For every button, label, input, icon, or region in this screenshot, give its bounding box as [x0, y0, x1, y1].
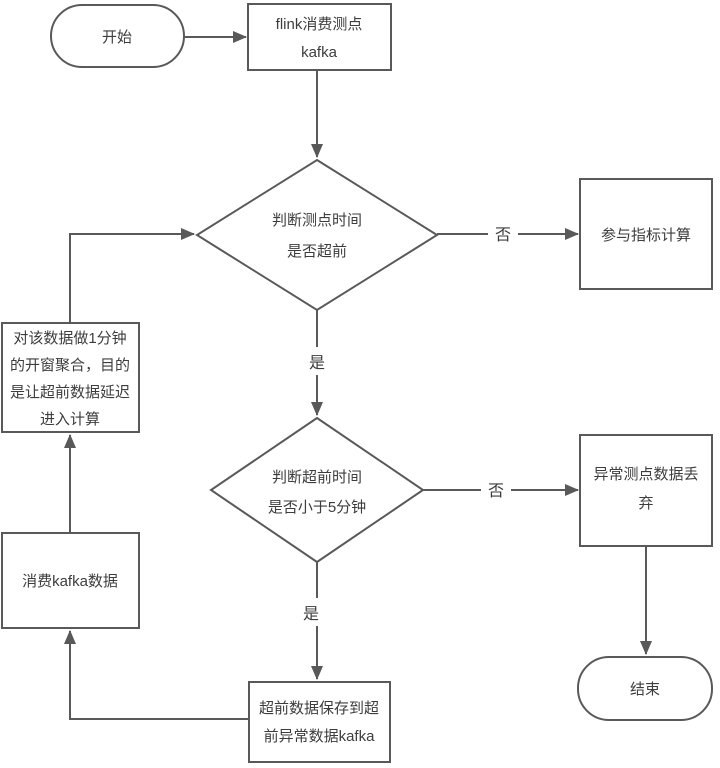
- start-node-label: 开始: [102, 29, 132, 46]
- metric-calculation-label: 参与指标计算: [601, 226, 691, 244]
- abnormal-discard-line2: 弃: [638, 495, 653, 512]
- decision-time-ahead-line2: 是否超前: [287, 243, 347, 260]
- decision-less-5min-node: 判断超前时间 是否小于5分钟: [209, 416, 425, 564]
- edge-label-bg: [481, 475, 511, 503]
- decision-less-5min-shape: [209, 416, 425, 564]
- end-node-label: 结束: [630, 681, 660, 698]
- decision-time-ahead-shape: [195, 158, 439, 312]
- save-ahead-kafka-node: 超前数据保存到超 前异常数据kafka: [248, 681, 391, 763]
- edge-label-decision1-yes: 是: [302, 347, 332, 375]
- consume-kafka-data-shape: [1, 532, 140, 629]
- window-aggregation-line2: 的开窗聚合，目的: [10, 356, 130, 374]
- start-node: 开始: [50, 4, 185, 68]
- flink-consume-kafka-shape: [247, 3, 392, 71]
- edge-label-decision2-no: 否: [481, 475, 511, 503]
- edge-label-text: 是: [309, 355, 325, 372]
- decision-time-ahead-line1: 判断测点时间: [272, 212, 362, 229]
- consume-kafka-data-node: 消费kafka数据: [1, 532, 140, 629]
- window-aggregation-line4: 进入计算: [40, 410, 100, 428]
- window-aggregation-shape: [1, 322, 140, 433]
- consume-kafka-data-label: 消费kafka数据: [22, 573, 118, 590]
- flink-consume-kafka-node: flink消费测点 kafka: [247, 3, 392, 71]
- edge-window-to-decision1: [69, 228, 195, 323]
- edge-label-bg: [296, 598, 326, 626]
- window-aggregation-line3: 是让超前数据延迟: [10, 384, 130, 401]
- decision-less-5min-line1: 判断超前时间: [272, 469, 362, 486]
- window-aggregation-node: 对该数据做1分钟 的开窗聚合，目的 是让超前数据延迟 进入计算: [1, 322, 140, 433]
- edge-label-bg: [302, 347, 332, 375]
- save-ahead-kafka-line1: 超前数据保存到超: [259, 700, 379, 717]
- edge-save-to-consume: [64, 630, 249, 720]
- abnormal-discard-shape: [579, 434, 713, 547]
- flink-consume-kafka-line2: kafka: [301, 44, 338, 61]
- window-aggregation-line1: 对该数据做1分钟: [13, 330, 126, 347]
- decision-less-5min-line2: 是否小于5分钟: [268, 499, 366, 516]
- flink-consume-kafka-line1: flink消费测点: [276, 16, 363, 33]
- metric-calculation-shape: [579, 178, 713, 290]
- abnormal-discard-node: 异常测点数据丢 弃: [579, 434, 713, 547]
- abnormal-discard-line1: 异常测点数据丢: [593, 466, 698, 483]
- decision-time-ahead-node: 判断测点时间 是否超前: [195, 158, 439, 312]
- edge-label-text: 否: [488, 483, 504, 500]
- metric-calculation-node: 参与指标计算: [579, 178, 713, 290]
- edge-label-bg: [488, 219, 518, 247]
- edge-label-text: 是: [303, 606, 319, 623]
- end-node: 结束: [577, 656, 713, 721]
- start-node-shape: [50, 4, 185, 68]
- edge-label-decision2-yes: 是: [296, 598, 326, 626]
- edge-label-decision1-no: 否: [488, 219, 518, 247]
- edge-label-text: 否: [495, 227, 511, 244]
- save-ahead-kafka-shape: [248, 681, 391, 763]
- save-ahead-kafka-line2: 前异常数据kafka: [264, 728, 376, 745]
- end-node-shape: [577, 656, 713, 721]
